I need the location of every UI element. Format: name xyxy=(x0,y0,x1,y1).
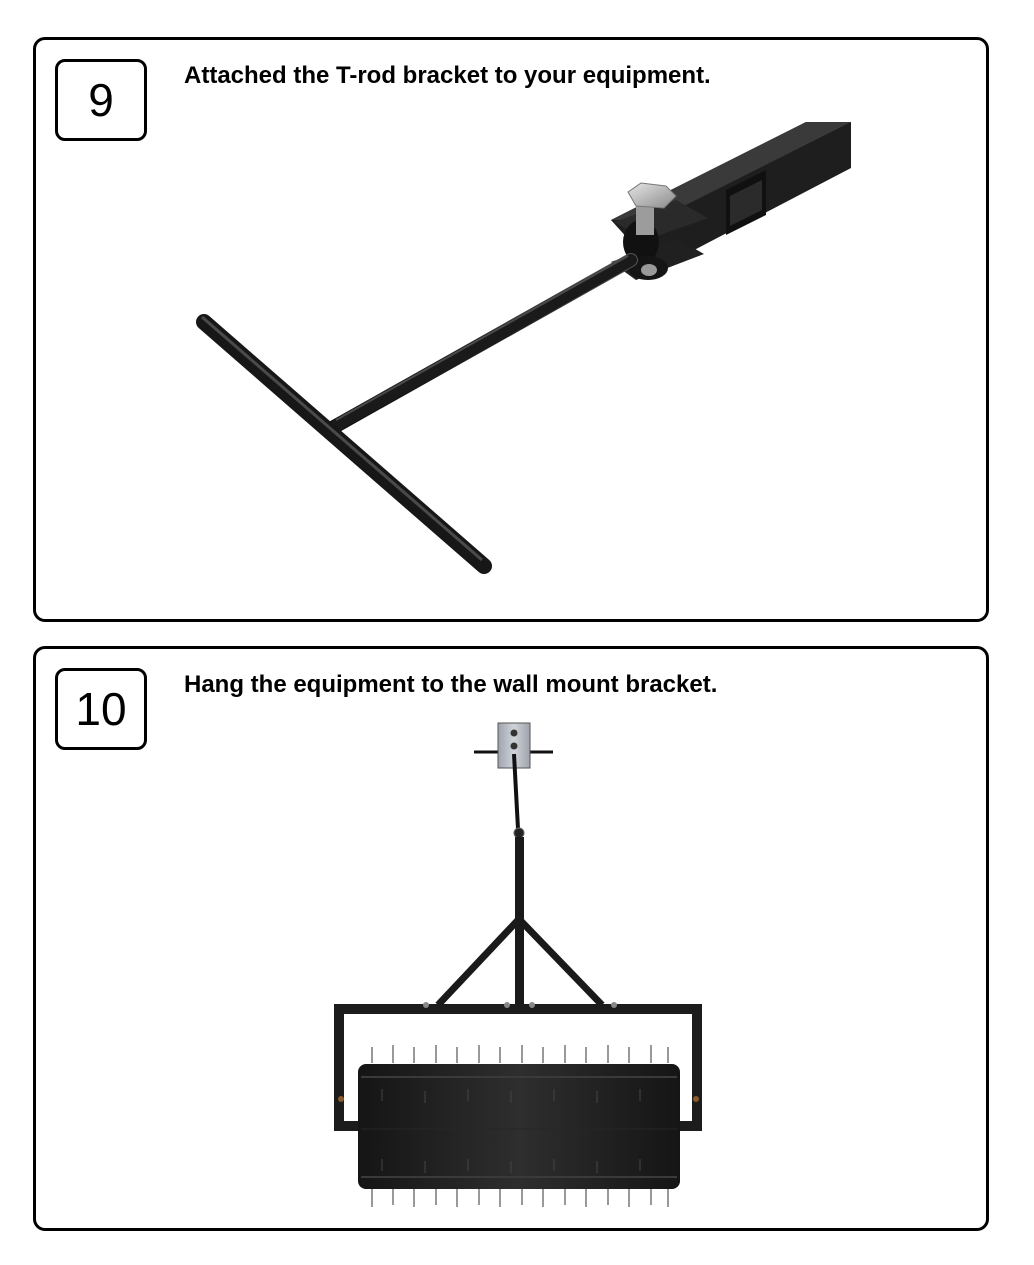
step-10-panel: 10 Hang the equipment to the wall mount … xyxy=(33,646,989,1231)
step-number-badge: 9 xyxy=(55,59,147,141)
t-rod-bracket-illustration xyxy=(196,122,851,574)
step-instruction: Hang the equipment to the wall mount bra… xyxy=(184,671,718,698)
step-instruction: Attached the T-rod bracket to your equip… xyxy=(184,62,711,89)
step-9-panel: 9 Attached the T-rod bracket to your equ… xyxy=(33,37,989,622)
aerator-frame xyxy=(334,1002,702,1131)
t-rod-crossbar xyxy=(196,314,492,574)
t-rod xyxy=(512,753,520,830)
step-number: 10 xyxy=(75,683,127,735)
carriage-bolt xyxy=(627,182,677,235)
step-number: 9 xyxy=(88,74,114,126)
aerator-hanging-illustration xyxy=(334,722,702,1207)
spike-drum xyxy=(358,1045,680,1207)
step-number-badge: 10 xyxy=(55,668,147,750)
